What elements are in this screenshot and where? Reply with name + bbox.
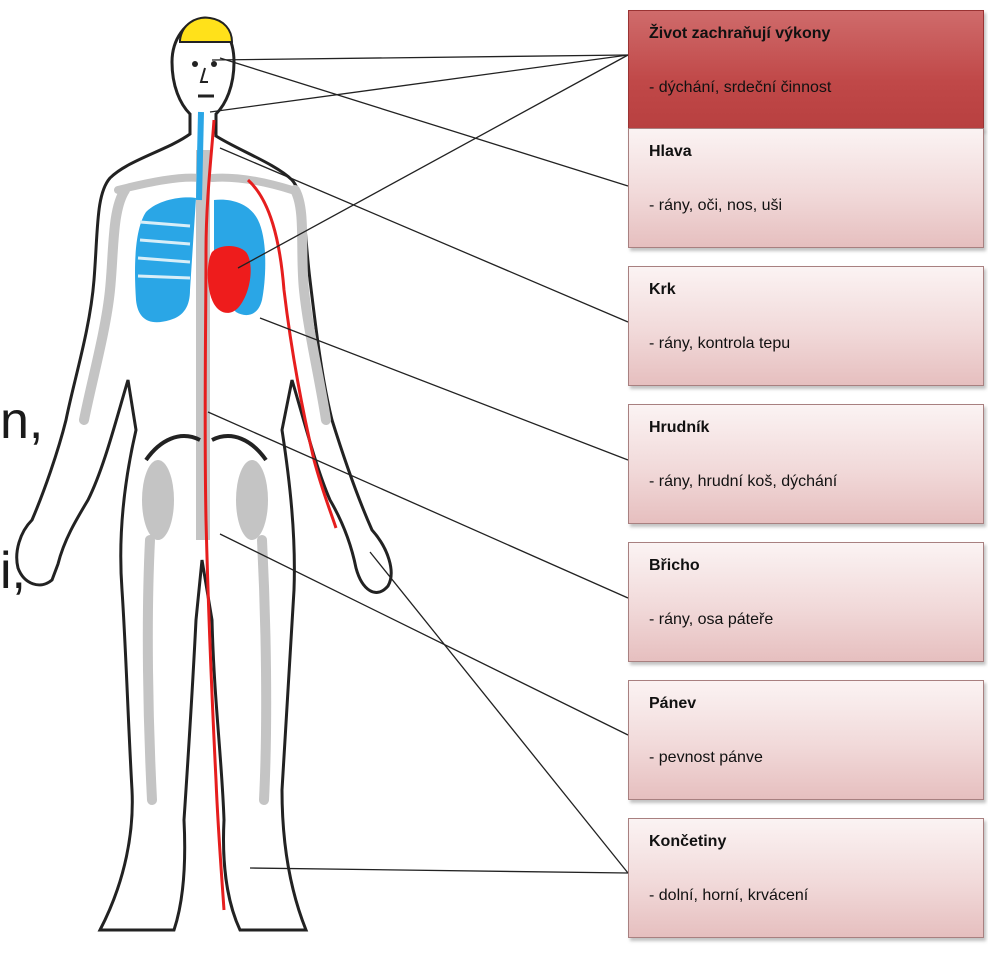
box-desc: - dolní, horní, krvácení — [649, 887, 808, 905]
line-vital-3 — [238, 55, 628, 268]
trachea — [199, 112, 201, 200]
box-neck: Krk - rány, kontrola tepu — [628, 266, 984, 386]
box-desc: - rány, kontrola tepu — [649, 335, 790, 353]
box-title: Hlava — [649, 143, 692, 161]
partial-text-2: i, — [0, 545, 26, 597]
left-eye — [192, 61, 198, 67]
box-title: Pánev — [649, 695, 696, 713]
line-limbs-1 — [370, 552, 628, 873]
box-abdomen: Břicho - rány, osa páteře — [628, 542, 984, 662]
box-chest: Hrudník - rány, hrudní koš, dýchání — [628, 404, 984, 524]
line-limbs-2 — [250, 868, 628, 873]
box-desc: - rány, oči, nos, uši — [649, 197, 782, 215]
hair — [180, 18, 232, 42]
box-desc: - dýchání, srdeční činnost — [649, 79, 831, 97]
box-limbs: Končetiny - dolní, horní, krvácení — [628, 818, 984, 938]
box-desc: - rány, hrudní koš, dýchání — [649, 473, 837, 491]
line-vital-2 — [210, 55, 628, 112]
box-title: Život zachraňují výkony — [649, 25, 830, 43]
right-hip — [236, 460, 268, 540]
box-desc: - pevnost pánve — [649, 749, 763, 767]
box-title: Končetiny — [649, 833, 726, 851]
left-hip — [142, 460, 174, 540]
box-desc: - rány, osa páteře — [649, 611, 773, 629]
box-vital-procedures: Život zachraňují výkony - dýchání, srdeč… — [628, 10, 984, 130]
box-title: Krk — [649, 281, 676, 299]
box-pelvis: Pánev - pevnost pánve — [628, 680, 984, 800]
box-title: Hrudník — [649, 419, 709, 437]
right-eye — [211, 61, 217, 67]
line-vital-1 — [212, 55, 628, 60]
partial-text-1: n, — [0, 395, 43, 447]
box-head: Hlava - rány, oči, nos, uši — [628, 128, 984, 248]
box-title: Břicho — [649, 557, 700, 575]
